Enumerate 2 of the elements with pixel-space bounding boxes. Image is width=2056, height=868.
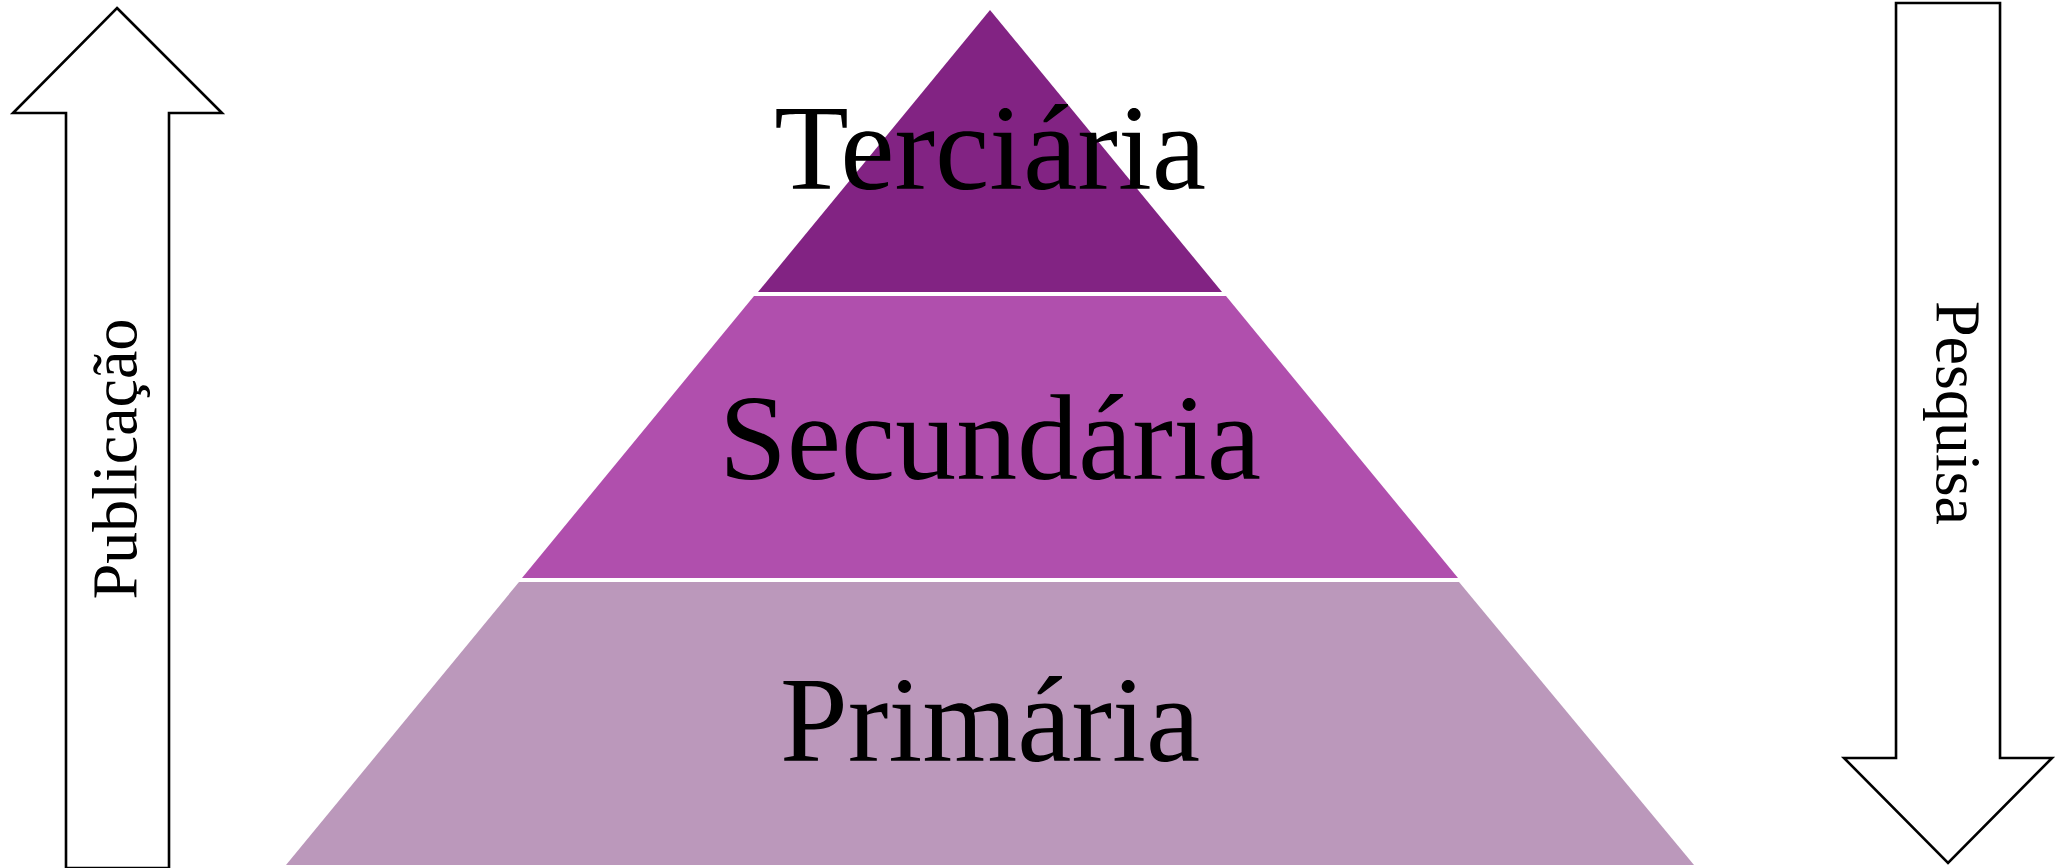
pyramid-layer: Primária <box>286 582 1694 865</box>
pyramid-layer: Secundária <box>522 296 1458 578</box>
